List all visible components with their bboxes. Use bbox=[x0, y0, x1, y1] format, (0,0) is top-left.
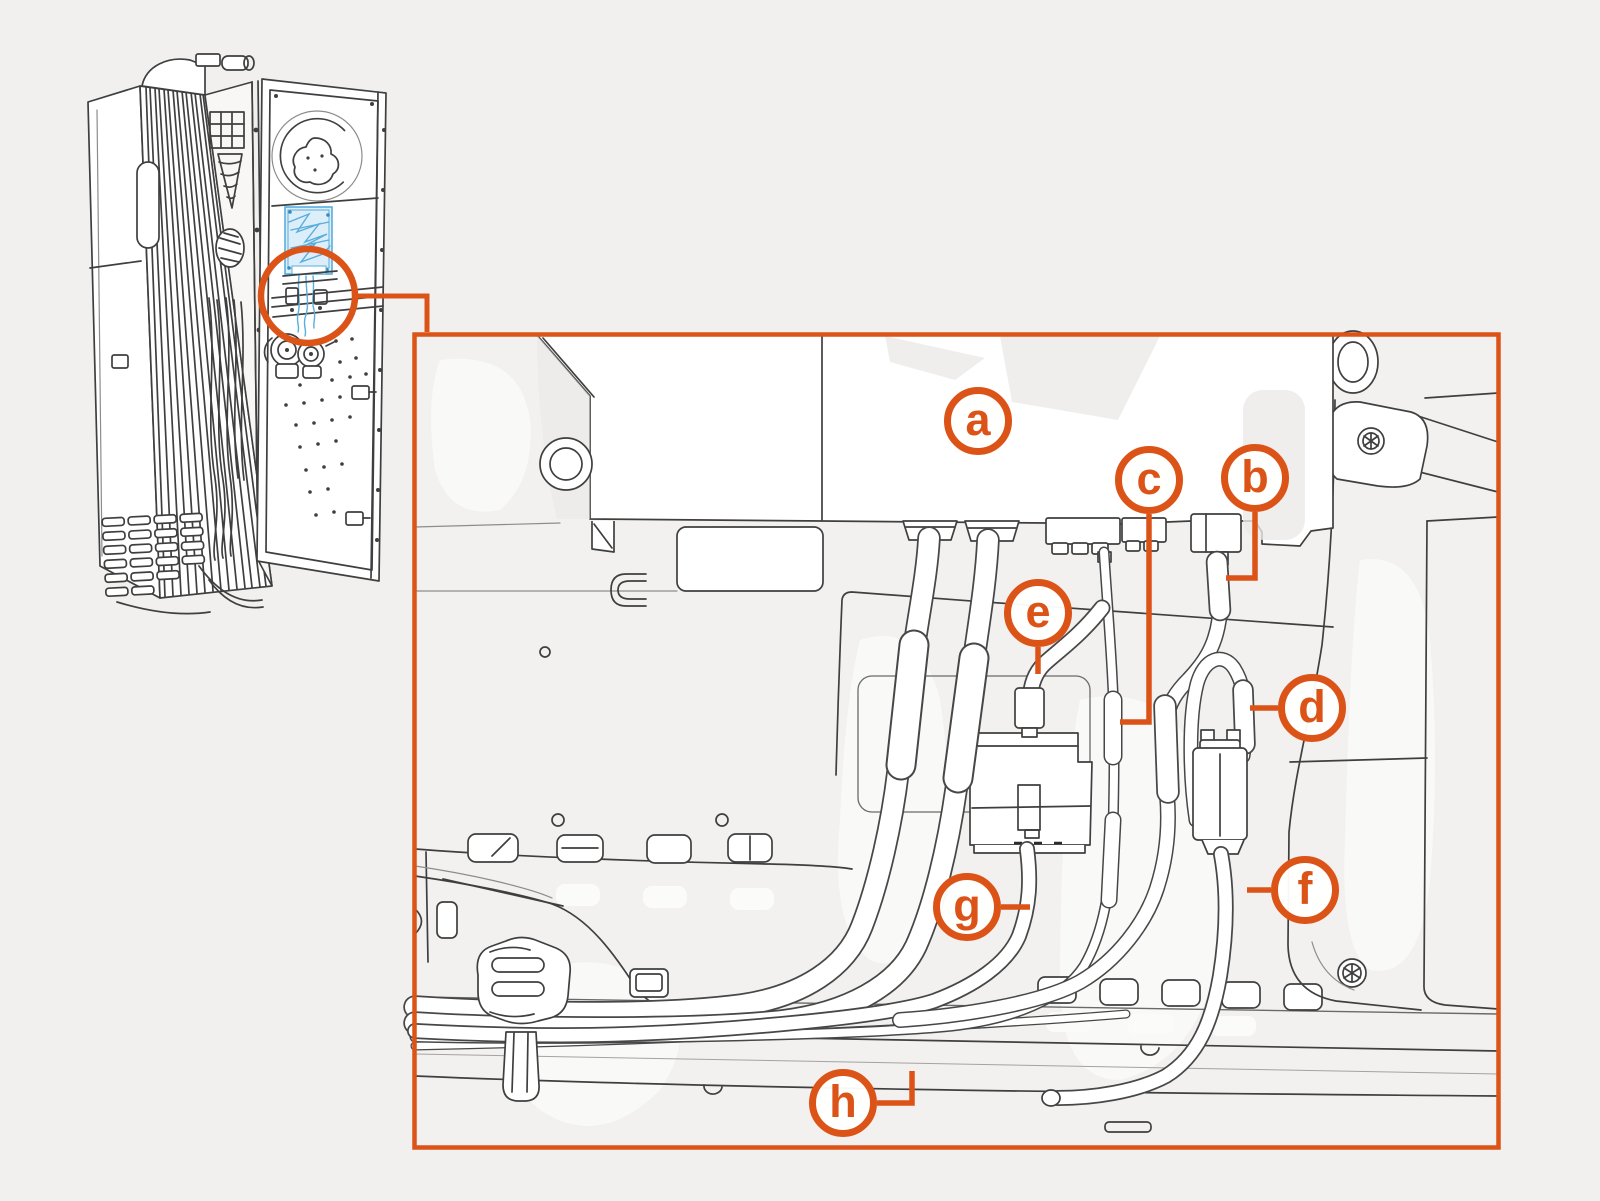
cables bbox=[403, 526, 1256, 1107]
grommet bbox=[539, 437, 593, 491]
callout-f: f bbox=[1271, 856, 1339, 924]
callout-g: g bbox=[933, 873, 1001, 941]
callout-d: d bbox=[1278, 674, 1346, 742]
callout-h: h bbox=[809, 1069, 877, 1137]
leader-h bbox=[877, 1071, 915, 1106]
detail-view-illustration bbox=[403, 330, 1499, 1147]
cable-clamp bbox=[476, 936, 572, 1102]
mount-ring bbox=[1327, 330, 1379, 394]
leader-b bbox=[1226, 512, 1258, 581]
detail-view-border bbox=[412, 332, 1501, 1150]
machine-overview-illustration bbox=[87, 53, 387, 615]
callout-c: c bbox=[1115, 446, 1183, 514]
terminal-box bbox=[969, 732, 1093, 854]
callout-a: a bbox=[944, 387, 1012, 455]
zoom-connector-line bbox=[355, 293, 430, 332]
callout-geometry bbox=[257, 245, 1501, 1150]
callout-b: b bbox=[1221, 444, 1289, 512]
callout-e: e bbox=[1004, 579, 1072, 647]
plug-housing bbox=[1192, 729, 1248, 855]
leader-c bbox=[1120, 514, 1152, 725]
